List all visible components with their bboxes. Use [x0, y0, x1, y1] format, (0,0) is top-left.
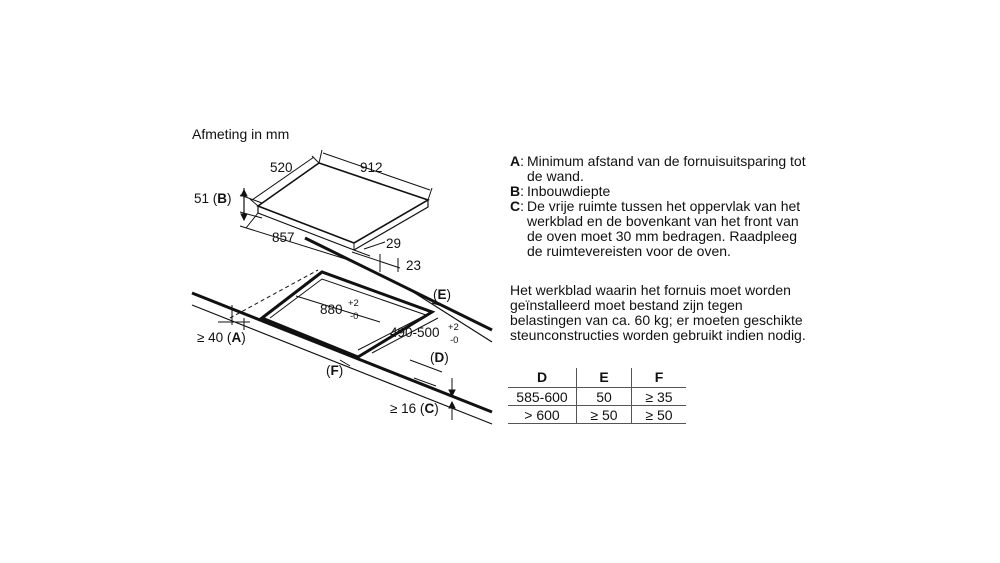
label-d: (D) — [430, 350, 449, 365]
notes-list: A: Minimum afstand van de fornuisuitspar… — [510, 154, 810, 259]
worktop-back-top — [304, 236, 493, 332]
table-cell: > 600 — [508, 405, 577, 424]
table-cell: 585-600 — [508, 387, 577, 406]
note-key: B — [510, 183, 521, 199]
table-cell: 50 — [576, 387, 632, 406]
dim-912-label: 912 — [360, 160, 383, 175]
dim-520-label: 520 — [270, 160, 293, 175]
dim-857-label: 857 — [272, 230, 295, 245]
note-key: A — [510, 153, 521, 169]
note-key: C — [510, 198, 521, 214]
note-text: Minimum afstand van de fornuisuitsparing… — [527, 153, 806, 184]
label-f: (F) — [326, 363, 343, 378]
table-header-d: D — [508, 368, 577, 388]
dim-880-label: 880 — [320, 302, 343, 317]
dim-490-sup: +2 — [448, 322, 459, 333]
dim-line-520 — [251, 156, 315, 201]
note-text: Inbouwdiepte — [527, 183, 611, 199]
dim-line-912 — [322, 152, 431, 191]
caption: Afmeting in mm — [192, 126, 290, 142]
table-header-f: F — [631, 368, 686, 388]
table-cell: ≥ 35 — [631, 387, 686, 406]
dim-51-label: 51 (B) — [194, 191, 232, 206]
load-paragraph: Het werkblad waarin het fornuis moet wor… — [510, 282, 806, 343]
note-c: C: De vrije ruimte tussen het oppervlak … — [510, 199, 810, 259]
dim-29-label: 29 — [386, 236, 401, 251]
worktop-front-top — [191, 291, 493, 414]
dimension-table: D E F 585-600 50 ≥ 35 > 600 ≥ 50 ≥ 50 — [508, 368, 686, 424]
note-text: De vrije ruimte tussen het oppervlak van… — [527, 198, 801, 259]
table-header-e: E — [576, 368, 632, 388]
dim-23-label: 23 — [406, 258, 421, 273]
worktop-cutout — [259, 270, 436, 359]
note-a: A: Minimum afstand van de fornuisuitspar… — [510, 154, 810, 184]
worktop-front-bottom — [191, 304, 493, 425]
label-c: ≥ 16 (C) — [390, 401, 439, 416]
label-e: (E) — [433, 287, 451, 302]
dim-880-sub: -0 — [350, 311, 358, 322]
table-cell: ≥ 50 — [631, 405, 686, 424]
dim-490-sub: -0 — [450, 335, 458, 346]
note-b: B: Inbouwdiepte — [510, 183, 611, 199]
table-row: 585-600 50 ≥ 35 — [508, 387, 686, 406]
table-cell: ≥ 50 — [576, 405, 632, 424]
worktop-back-bottom — [409, 289, 493, 343]
table-header-row: D E F — [508, 368, 686, 388]
label-a: ≥ 40 (A) — [197, 330, 246, 345]
table-row: > 600 ≥ 50 ≥ 50 — [508, 405, 686, 424]
dim-880-sup: +2 — [348, 298, 359, 309]
dim-line-857 — [239, 225, 353, 262]
dim-490-label: 490-500 — [390, 325, 440, 340]
